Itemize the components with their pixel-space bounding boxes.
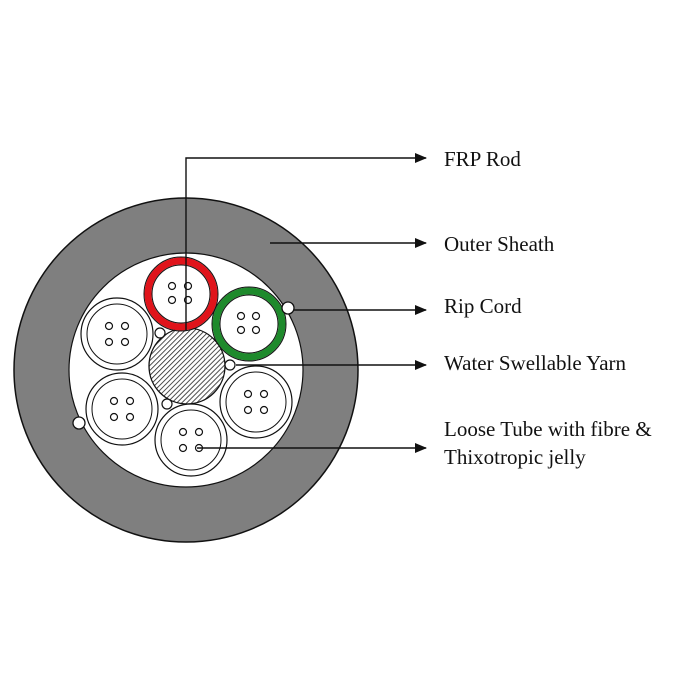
label-loose-tube-line1: Loose Tube with fibre & (444, 417, 652, 441)
rip-cord-right (281, 301, 295, 315)
label-outer-sheath: Outer Sheath (444, 232, 555, 256)
loose-tube-bottom-left (85, 372, 159, 446)
loose-tube-right (219, 365, 293, 439)
label-frp-rod: FRP Rod (444, 147, 521, 171)
loose-tube-top-left (80, 297, 154, 371)
water-swellable-yarn-2 (224, 359, 236, 371)
leader-frp-rod (185, 153, 427, 330)
frp-rod (148, 327, 226, 405)
water-swellable-yarn-3 (161, 398, 173, 410)
loose-tube-red (143, 256, 219, 332)
label-loose-tube-line2: Thixotropic jelly (444, 445, 586, 469)
loose-tube-green (211, 286, 287, 362)
water-swellable-yarn-1 (154, 327, 166, 339)
label-water-swellable-yarn: Water Swellable Yarn (444, 351, 627, 375)
rip-cord-left (72, 416, 86, 430)
loose-tube-bottom (154, 403, 228, 477)
label-rip-cord: Rip Cord (444, 294, 522, 318)
